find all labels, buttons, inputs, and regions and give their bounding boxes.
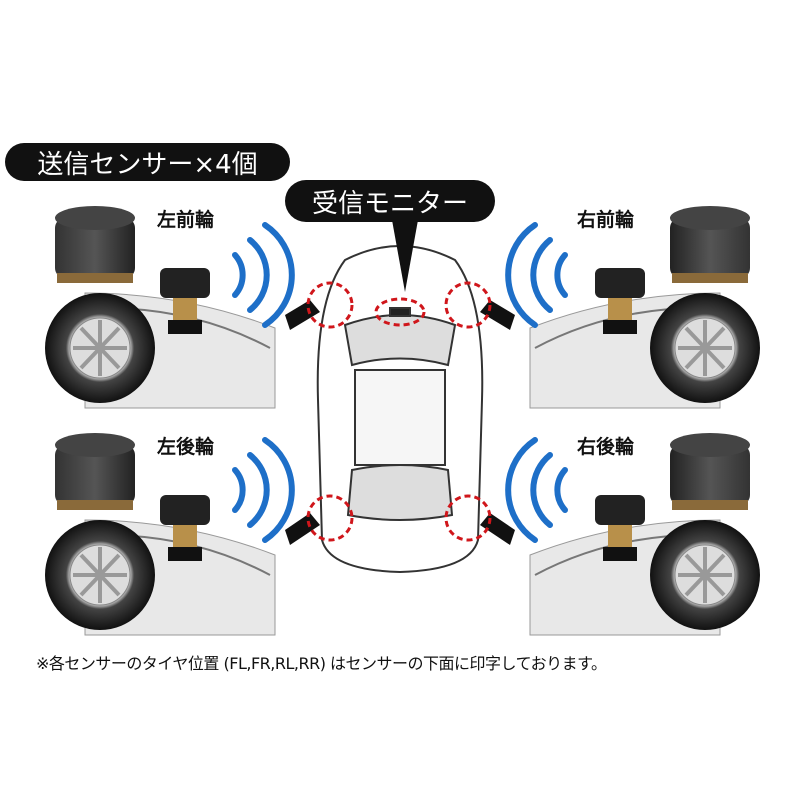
signal-wave-icons — [232, 222, 568, 543]
footnote: ※各センサーのタイヤ位置 (FL,FR,RL,RR) はセンサーの下面に印字して… — [36, 654, 607, 673]
title-text: 送信センサー×4個 — [37, 149, 258, 180]
monitor-label: 受信モニター — [311, 188, 468, 219]
wheel-highlight-circles — [306, 281, 492, 542]
monitor-pointer — [392, 220, 418, 292]
wheel-label-rear-right: 右後輪 — [575, 432, 637, 459]
sensor-panel-front-right — [513, 196, 762, 410]
wheel-label-front-right: 右前輪 — [575, 205, 637, 232]
title-pill: 送信センサー×4個 — [5, 143, 290, 181]
wheel-label-rear-left: 左後輪 — [155, 432, 217, 459]
car-top-view — [316, 245, 484, 574]
wheel-label-front-left: 左前輪 — [155, 205, 217, 232]
monitor-pill: 受信モニター — [285, 180, 495, 222]
